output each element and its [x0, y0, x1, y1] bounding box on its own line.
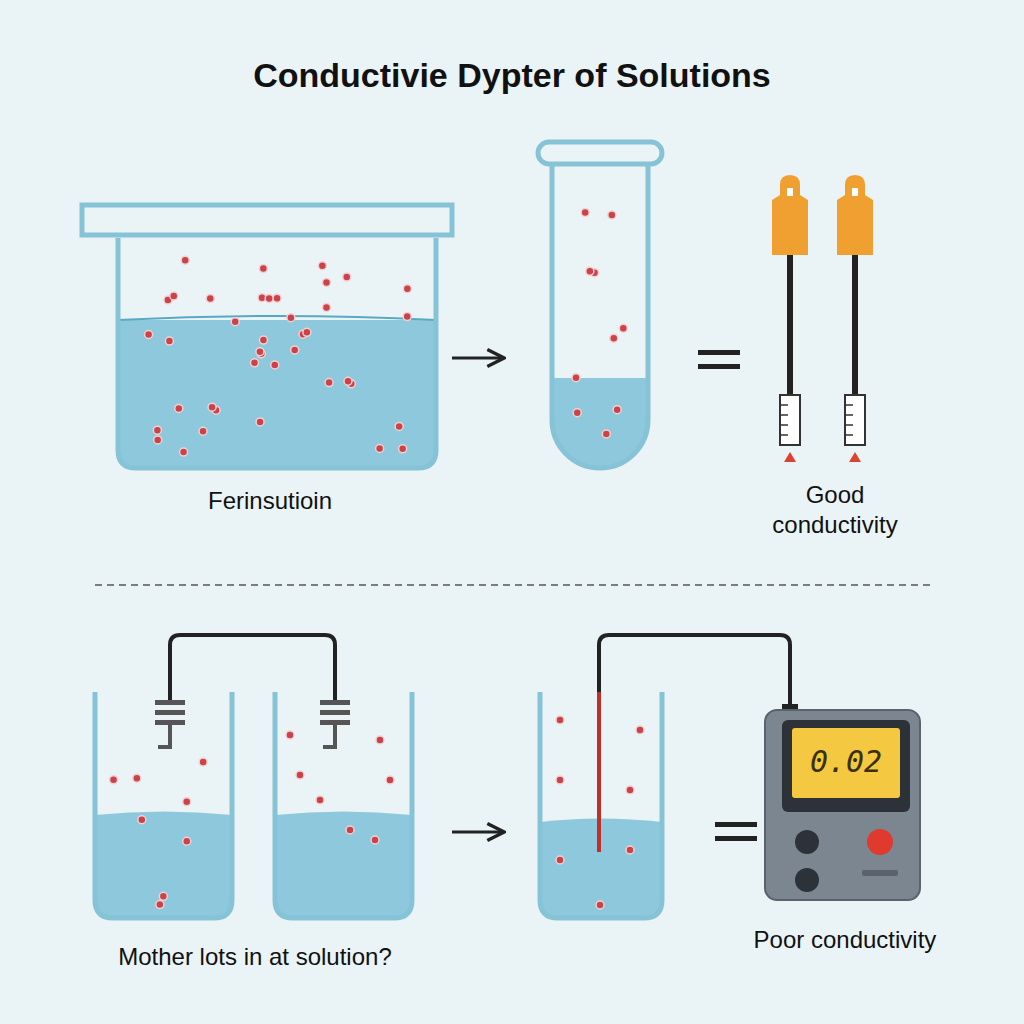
particle	[271, 361, 279, 369]
particle	[110, 776, 118, 784]
beakers	[95, 692, 662, 918]
particle	[556, 776, 564, 784]
arrow	[452, 831, 502, 834]
divider	[95, 584, 930, 586]
particle	[265, 294, 273, 302]
particle	[608, 211, 616, 219]
particle	[610, 334, 618, 342]
particle	[626, 786, 634, 794]
particle	[586, 267, 594, 275]
particle	[165, 337, 173, 345]
particle	[322, 304, 330, 312]
particle	[296, 771, 304, 779]
particle	[325, 379, 333, 387]
particle	[371, 836, 379, 844]
particle	[259, 336, 267, 344]
particle	[376, 445, 384, 453]
meter	[765, 710, 920, 900]
particle	[231, 318, 239, 326]
particle	[250, 359, 258, 367]
particle	[613, 406, 621, 414]
arrow	[452, 357, 502, 360]
particle	[318, 262, 326, 270]
particle	[386, 776, 394, 784]
particle	[316, 796, 324, 804]
electrodes	[155, 635, 350, 749]
equals-sign	[715, 822, 757, 841]
probes	[772, 175, 873, 462]
particle	[183, 798, 191, 806]
particle	[133, 774, 141, 782]
particle	[273, 294, 281, 302]
particle	[403, 285, 411, 293]
particle	[573, 409, 581, 417]
particle	[208, 403, 216, 411]
particle	[323, 278, 331, 286]
particle	[183, 837, 191, 845]
particle	[376, 736, 384, 744]
particle	[175, 404, 183, 412]
particle	[343, 273, 351, 281]
particle	[572, 374, 580, 382]
particle	[206, 295, 214, 303]
equals-sign	[698, 350, 740, 369]
particle	[256, 418, 264, 426]
particle	[556, 856, 564, 864]
particle	[156, 901, 164, 909]
beaker	[82, 205, 452, 468]
particle	[581, 208, 589, 216]
particle	[344, 377, 352, 385]
particle	[170, 292, 178, 300]
particle	[636, 726, 644, 734]
particle	[403, 313, 411, 321]
particle	[602, 430, 610, 438]
particle	[626, 846, 634, 854]
particle	[303, 328, 311, 336]
particle	[145, 331, 153, 339]
particle	[153, 426, 161, 434]
particle	[181, 256, 189, 264]
particle	[256, 348, 264, 356]
particles	[572, 208, 627, 438]
result-label: Good conductivity	[740, 480, 930, 540]
particle	[159, 892, 167, 900]
particle	[180, 448, 188, 456]
particle	[291, 346, 299, 354]
caption-label: Ferinsutioin	[120, 486, 420, 516]
caption-label: Mother lots in at solution?	[35, 942, 475, 972]
particles	[110, 716, 644, 909]
particle	[619, 324, 627, 332]
result-label: Poor conductivity	[750, 925, 940, 955]
particle	[199, 758, 207, 766]
particle	[286, 731, 294, 739]
particle	[259, 264, 267, 272]
title: Conductivie Dypter of Solutions	[0, 56, 1024, 95]
particle	[556, 716, 564, 724]
particle	[395, 422, 403, 430]
particle	[399, 445, 407, 453]
particle	[138, 816, 146, 824]
test-tube	[538, 142, 662, 468]
particle	[199, 427, 207, 435]
particles	[145, 256, 412, 456]
particle	[154, 436, 162, 444]
particle	[346, 826, 354, 834]
particle	[596, 901, 604, 909]
particle	[287, 314, 295, 322]
meter-reading: 0.02	[794, 744, 898, 779]
